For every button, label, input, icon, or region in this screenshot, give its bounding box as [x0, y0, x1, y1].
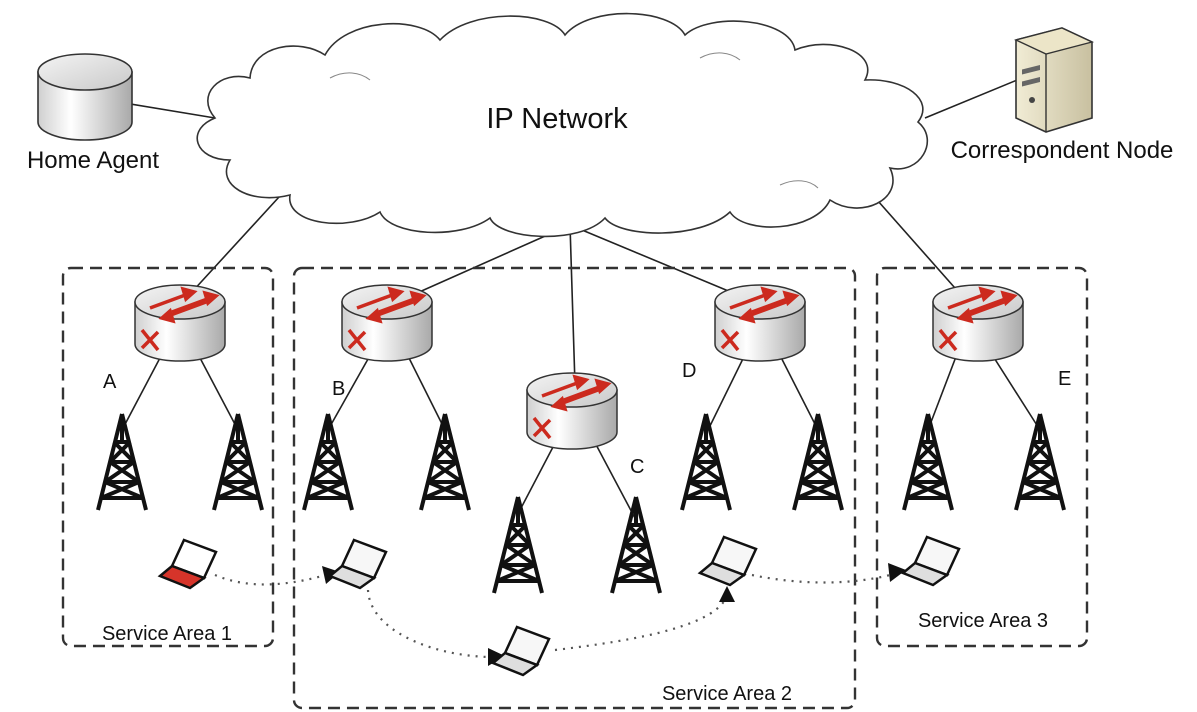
laptop-icon	[328, 538, 388, 590]
router-c-icon	[525, 371, 619, 451]
service-area-1-box	[61, 266, 275, 648]
tower-icon	[419, 412, 471, 512]
correspondent-node-label: Correspondent Node	[951, 137, 1174, 164]
server-icon	[1013, 27, 1095, 133]
router-a-label: A	[103, 371, 117, 393]
home-agent-icon	[37, 53, 133, 141]
laptop-icon	[901, 535, 961, 587]
router-e-label: E	[1058, 368, 1071, 390]
service-area-2-box	[292, 266, 857, 710]
router-b-label: B	[332, 378, 345, 400]
tower-icon	[212, 412, 264, 512]
router-b-icon	[340, 283, 434, 363]
router-d-icon	[713, 283, 807, 363]
tower-icon	[302, 412, 354, 512]
service-area-3-label: Service Area 3	[918, 610, 1048, 632]
tower-icon	[1014, 412, 1066, 512]
tower-icon	[792, 412, 844, 512]
ip-network-cloud	[196, 12, 929, 238]
cloud-label: IP Network	[486, 103, 628, 135]
tower-icon	[680, 412, 732, 512]
router-d-label: D	[682, 360, 696, 382]
router-a-icon	[133, 283, 227, 363]
tower-icon	[902, 412, 954, 512]
tower-icon	[610, 495, 662, 595]
home-agent-label: Home Agent	[27, 147, 159, 174]
router-c-label: C	[630, 456, 644, 478]
tower-icon	[96, 412, 148, 512]
service-area-2-label: Service Area 2	[662, 683, 792, 705]
tower-icon	[492, 495, 544, 595]
laptop-icon	[491, 625, 551, 677]
movement-path	[214, 573, 891, 659]
router-e-icon	[931, 283, 1025, 363]
laptop-icon	[698, 535, 758, 587]
service-area-1-label: Service Area 1	[102, 623, 232, 645]
service-area-3-box	[875, 266, 1089, 648]
laptop-icon-active	[158, 538, 218, 590]
